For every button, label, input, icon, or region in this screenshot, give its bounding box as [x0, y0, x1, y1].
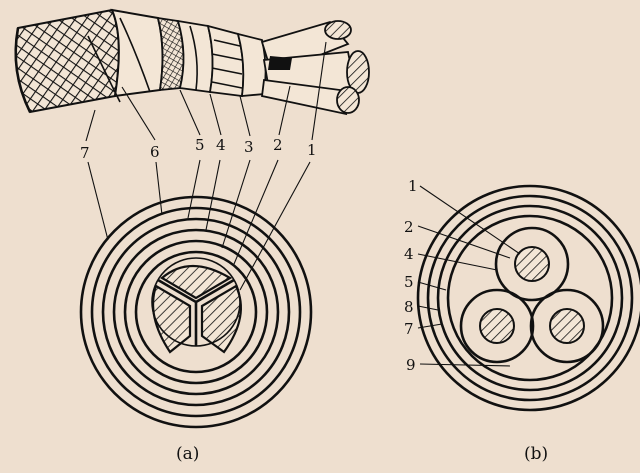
caption-b: (b) — [524, 444, 548, 464]
label-b-5: 5 — [404, 273, 414, 291]
label-a-7: 7 — [80, 144, 90, 162]
ring-inner-tape — [112, 228, 280, 396]
core-b-top — [494, 226, 570, 302]
labels-b: 1 2 4 5 8 7 9 — [404, 177, 418, 374]
label-a-2: 2 — [273, 136, 283, 154]
armour-tape-layer — [110, 8, 164, 98]
cable-cutaway-drawing — [14, 8, 370, 116]
ring-armour — [90, 206, 302, 418]
cross-section-a — [79, 195, 313, 429]
conductor-b-left — [479, 308, 515, 344]
core-b-left — [459, 288, 535, 364]
sector-conductor — [152, 284, 192, 354]
labels-a: 7 6 5 4 3 2 1 — [80, 136, 317, 162]
conductor-end — [336, 86, 360, 114]
ring-b-outer — [416, 184, 640, 412]
sector-conductor — [160, 265, 233, 300]
ring-b-2 — [426, 194, 634, 402]
label-a-6: 6 — [150, 143, 160, 161]
ring-braid — [101, 217, 291, 407]
caption-a: (a) — [176, 444, 199, 464]
label-a-5: 5 — [195, 136, 205, 154]
label-b-4: 4 — [404, 245, 414, 263]
label-b-7: 7 — [404, 320, 414, 338]
label-b-8: 8 — [404, 298, 414, 316]
ring-b-inner — [446, 214, 614, 382]
cross-section-b — [416, 184, 640, 412]
conductor-end — [324, 20, 352, 40]
ring-binder — [134, 250, 258, 374]
label-a-4: 4 — [216, 136, 226, 154]
leader-lines-a-top — [85, 41, 327, 142]
outer-sheath-layer — [14, 8, 120, 114]
leader-lines-b — [417, 185, 521, 367]
binder-layer — [236, 32, 267, 97]
conductor-b-right — [549, 308, 585, 344]
ring-screen — [123, 239, 269, 385]
label-a-1: 1 — [307, 141, 317, 159]
conductor-b-top — [514, 246, 550, 282]
label-b-1: 1 — [408, 177, 418, 195]
ring-b-3 — [436, 204, 624, 392]
label-b-2: 2 — [404, 218, 414, 236]
sector-conductor — [200, 284, 242, 354]
label-a-3: 3 — [244, 138, 254, 156]
label-b-9: 9 — [406, 356, 416, 374]
core-b-right — [529, 288, 605, 364]
ring-outer-sheath — [79, 195, 313, 429]
insulated-core — [261, 78, 348, 116]
inner-tape-layer — [176, 19, 214, 94]
